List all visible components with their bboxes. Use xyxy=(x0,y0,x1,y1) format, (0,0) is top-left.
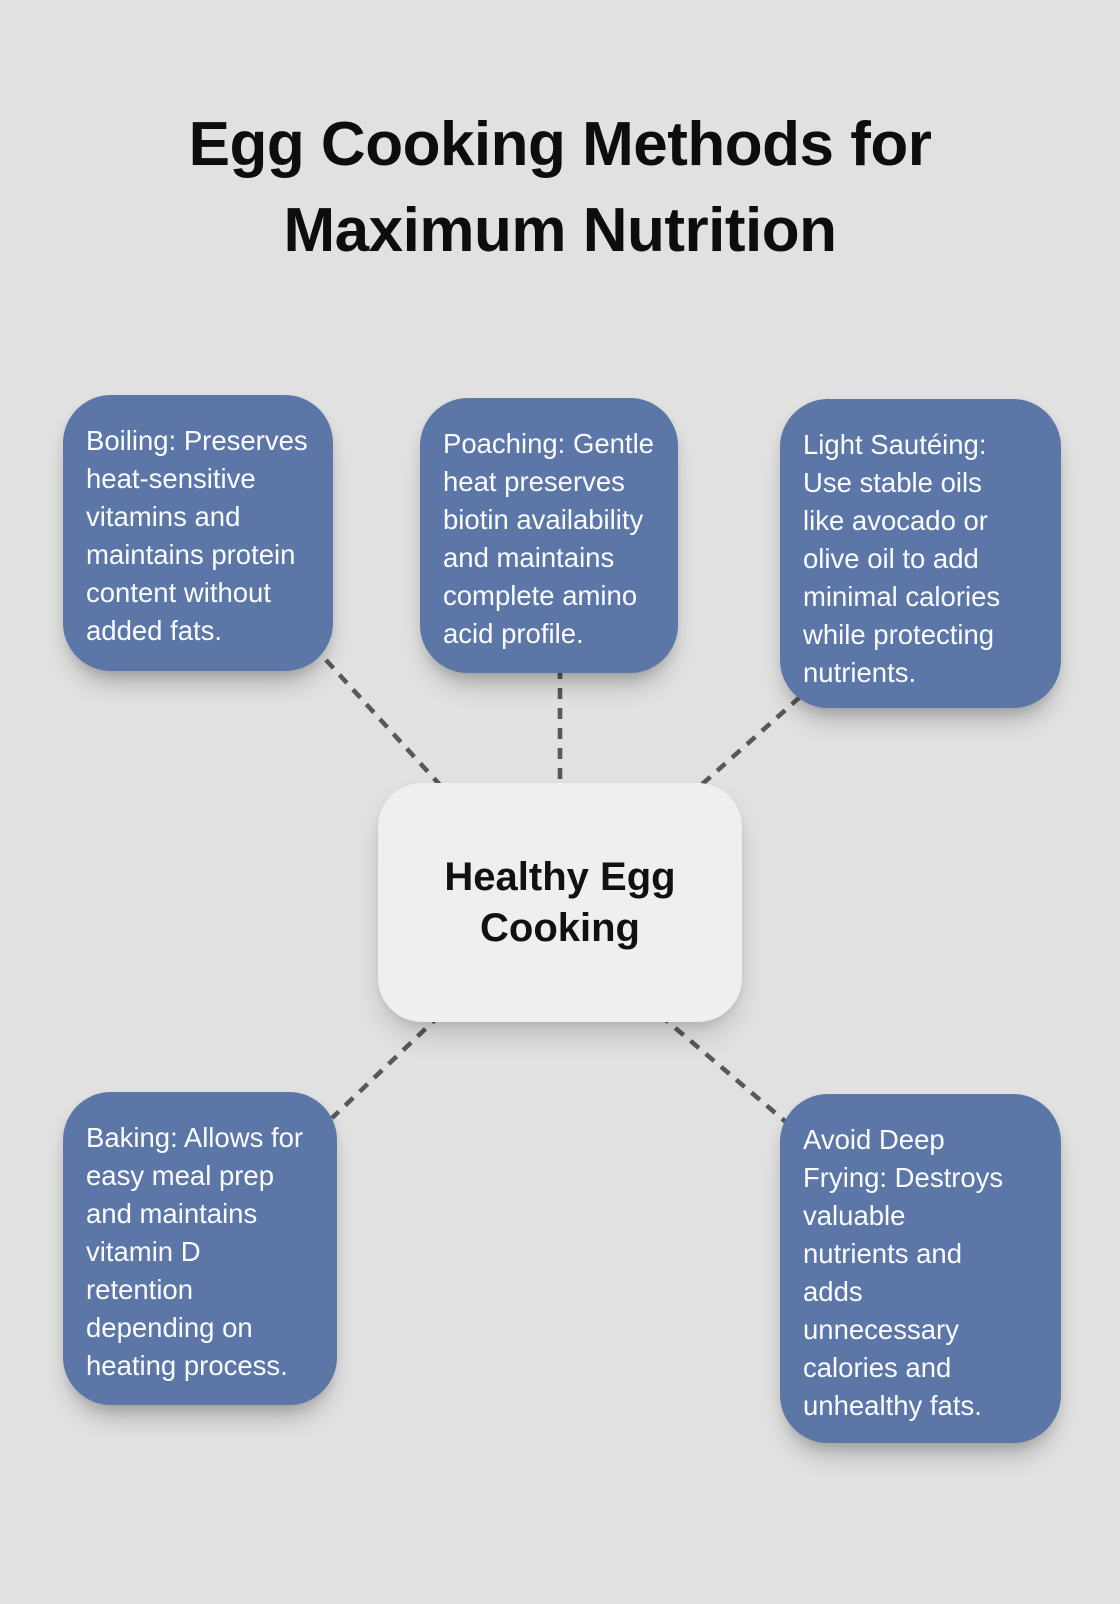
node-baking: Baking: Allows for easy meal prep and ma… xyxy=(63,1092,337,1405)
center-node-label: Healthy Egg Cooking xyxy=(444,854,676,950)
connector-sauteing xyxy=(688,695,802,797)
connector-boiling xyxy=(324,658,452,798)
node-poaching: Poaching: Gentle heat preserves biotin a… xyxy=(420,398,678,673)
node-boiling-text: Boiling: Preserves heat-sensitive vitami… xyxy=(86,425,308,646)
node-deep-frying: Avoid Deep Frying: Destroys valuable nut… xyxy=(780,1094,1061,1443)
node-sauteing-text: Light Sautéing: Use stable oils like avo… xyxy=(803,429,1001,688)
center-node: Healthy Egg Cooking xyxy=(378,783,742,1022)
node-poaching-text: Poaching: Gentle heat preserves biotin a… xyxy=(443,428,654,649)
page-title: Egg Cooking Methods for Maximum Nutritio… xyxy=(188,110,932,265)
node-deep-frying-text: Avoid Deep Frying: Destroys valuable nut… xyxy=(803,1124,1004,1421)
node-baking-text: Baking: Allows for easy meal prep and ma… xyxy=(86,1122,304,1381)
connector-baking xyxy=(330,1013,442,1120)
node-boiling: Boiling: Preserves heat-sensitive vitami… xyxy=(63,395,333,671)
connector-deep-frying xyxy=(658,1013,788,1124)
node-sauteing: Light Sautéing: Use stable oils like avo… xyxy=(780,399,1061,708)
